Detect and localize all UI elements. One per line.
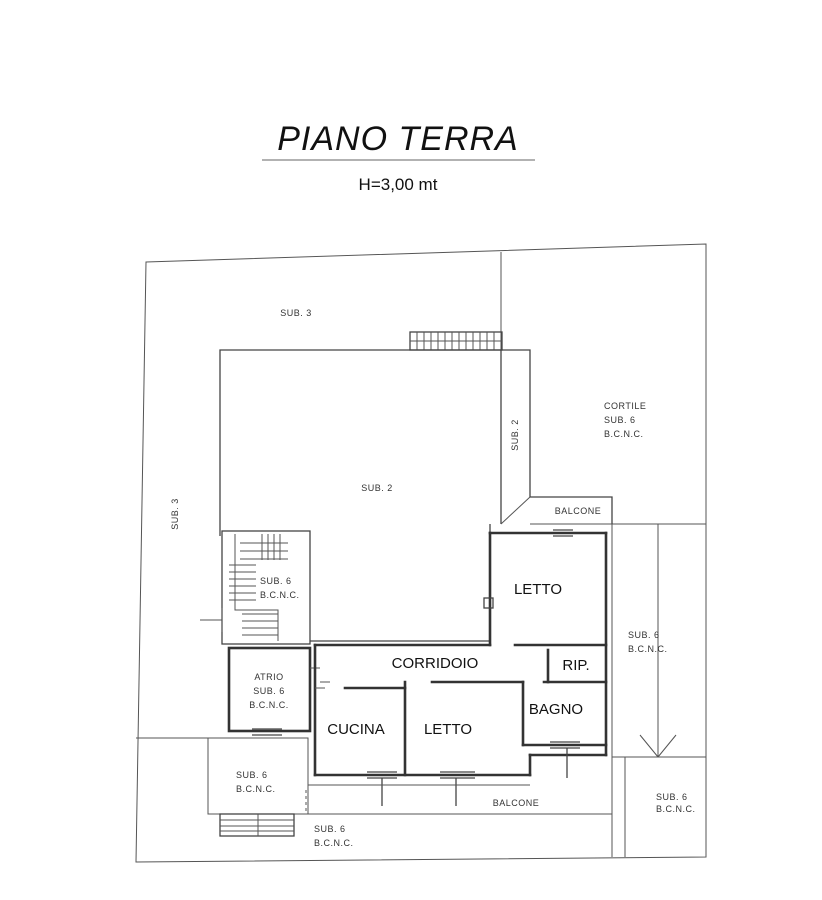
front-steps bbox=[219, 813, 295, 837]
zone-label-sub2-main: SUB. 2 bbox=[361, 483, 393, 493]
zone-label-sub2-vertical: SUB. 2 bbox=[510, 419, 520, 451]
room-label-cucina: CUCINA bbox=[327, 721, 385, 738]
plan-title: PIANO TERRA bbox=[277, 120, 518, 158]
room-label-letto-bottom: LETTO bbox=[424, 721, 472, 738]
sub2-diagonal bbox=[500, 496, 531, 525]
zone-label-bottom-right-bcnc: B.C.N.C. bbox=[656, 804, 696, 814]
zone-label-bottom-left-bcnc: B.C.N.C. bbox=[236, 784, 276, 794]
stair-well bbox=[200, 530, 311, 645]
zone-label-cortile-sub: SUB. 6 bbox=[604, 415, 636, 425]
zone-label-sub3-top: SUB. 3 bbox=[280, 308, 312, 318]
room-label-bagno: BAGNO bbox=[529, 701, 583, 718]
height-note: H=3,00 mt bbox=[359, 175, 438, 194]
zone-label-right-sub6: SUB. 6 bbox=[628, 630, 660, 640]
zone-label-stair-sub6: SUB. 6 bbox=[260, 576, 292, 586]
lot-boundary bbox=[135, 243, 707, 863]
room-label-balcone-top: BALCONE bbox=[555, 506, 602, 516]
zone-label-cortile-bcnc: B.C.N.C. bbox=[604, 429, 644, 439]
lower-terrace bbox=[136, 524, 706, 857]
atrio-room bbox=[227, 646, 312, 733]
room-label-letto-top: LETTO bbox=[514, 581, 562, 598]
room-label-rip: RIP. bbox=[562, 657, 589, 674]
stair-top bbox=[409, 331, 503, 351]
zone-label-atrio-sub: SUB. 6 bbox=[253, 686, 285, 696]
zone-label-bottom-bcnc: B.C.N.C. bbox=[314, 838, 354, 848]
room-label-balcone-bottom: BALCONE bbox=[493, 798, 540, 808]
side-ramp bbox=[639, 524, 677, 758]
zone-label-right-bcnc: B.C.N.C. bbox=[628, 644, 668, 654]
apartment-walls bbox=[313, 531, 608, 777]
zone-label-cortile: CORTILE bbox=[604, 401, 646, 411]
zone-label-stair-bcnc: B.C.N.C. bbox=[260, 590, 300, 600]
zone-label-sub3-left: SUB. 3 bbox=[170, 498, 180, 530]
zone-label-bottom-right-sub6: SUB. 6 bbox=[656, 792, 688, 802]
sub2-outline bbox=[219, 349, 613, 536]
room-label-corridoio: CORRIDOIO bbox=[392, 655, 479, 672]
window-markers bbox=[252, 529, 580, 806]
zone-label-bottom-sub6: SUB. 6 bbox=[314, 824, 346, 834]
zone-label-atrio-bcnc: B.C.N.C. bbox=[249, 700, 289, 710]
zone-label-atrio: ATRIO bbox=[254, 672, 283, 682]
zone-label-bottom-left-sub6: SUB. 6 bbox=[236, 770, 268, 780]
